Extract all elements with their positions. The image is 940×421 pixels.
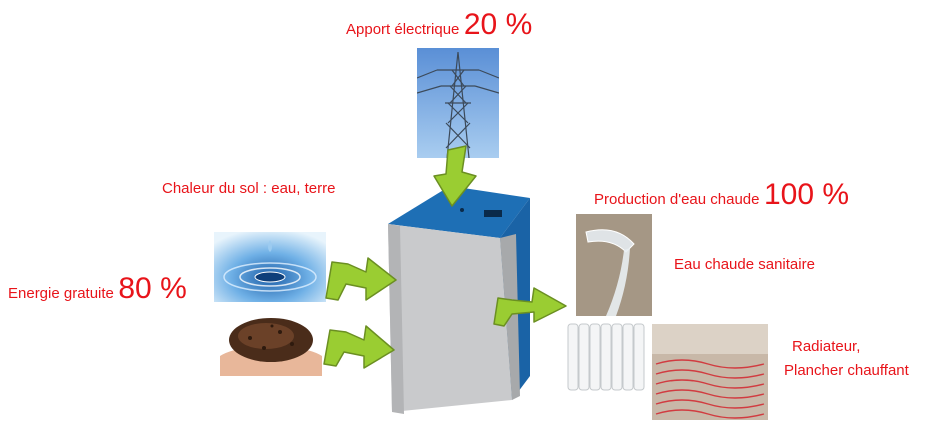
hot-water-production-percent: 100 % <box>763 178 850 211</box>
free-energy-label: Energie gratuite 80 % <box>8 272 187 306</box>
free-energy-text: Energie gratuite <box>8 285 114 302</box>
electric-input-label: Apport électrique 20 % <box>346 8 532 42</box>
water-drop-image <box>214 232 326 302</box>
heating-label-line1: Radiateur, <box>792 338 861 355</box>
electric-input-arrow <box>433 145 477 207</box>
ground-heat-label: Chaleur du sol : eau, terre <box>162 180 336 197</box>
radiator-image <box>560 318 652 396</box>
soil-input-arrow <box>323 325 395 369</box>
free-energy-percent: 80 % <box>118 272 187 305</box>
output-arrow <box>493 287 567 327</box>
soil-hands-image <box>220 308 322 376</box>
heating-label-line2: Plancher chauffant <box>784 362 909 379</box>
hot-water-tap-image <box>576 214 652 316</box>
electric-label-text: Apport électrique <box>346 21 460 38</box>
sanitary-hot-water-label: Eau chaude sanitaire <box>674 256 815 273</box>
hot-water-production-text: Production d'eau chaude <box>594 191 760 208</box>
electric-pylon-image <box>417 48 499 158</box>
underfloor-heating-image <box>652 324 768 420</box>
electric-percent: 20 % <box>463 8 533 41</box>
hot-water-production-label: Production d'eau chaude 100 % <box>594 178 849 212</box>
water-input-arrow <box>325 257 397 301</box>
